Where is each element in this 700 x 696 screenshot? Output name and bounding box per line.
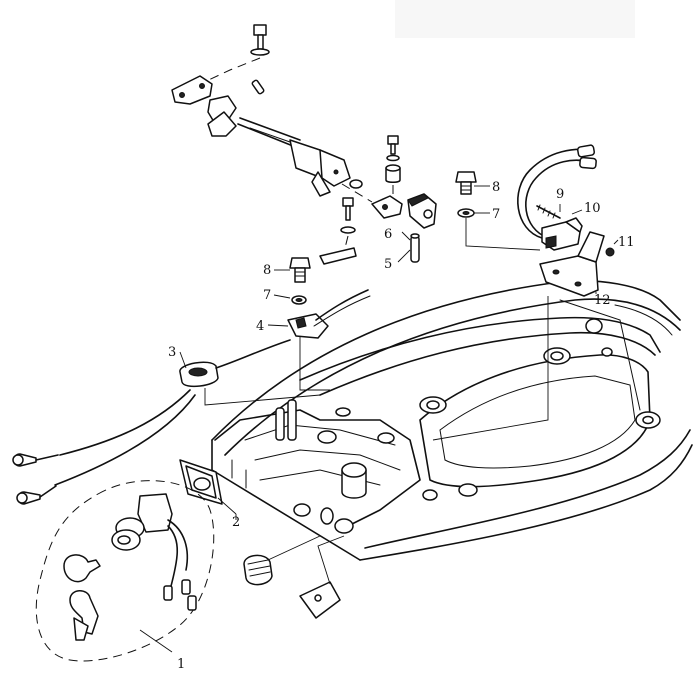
callout-5: 5 (384, 257, 392, 272)
part-9-screw (536, 204, 561, 219)
callout-2: 2 (232, 515, 240, 530)
part-8-bolt-upper (455, 171, 477, 195)
callout-11: 11 (618, 235, 635, 250)
callout-3: 3 (168, 345, 176, 360)
drain-plug (243, 535, 321, 586)
callout-10: 10 (584, 201, 601, 216)
part-3-grommet (179, 339, 321, 406)
callout-7-lower: 7 (263, 288, 271, 303)
part-10-stop-switch (517, 144, 597, 251)
part-5-pin (410, 233, 420, 263)
shift-cover (299, 535, 345, 619)
part-4-clamp (287, 289, 371, 391)
callout-8-lower: 8 (263, 263, 271, 278)
callout-7-upper: 7 (492, 207, 500, 222)
callout-9: 9 (556, 187, 564, 202)
callout-1: 1 (177, 657, 185, 672)
header-band (395, 0, 635, 38)
battery-cables (12, 389, 196, 505)
part-12-bracket (539, 231, 605, 297)
part-1-key-switch (35, 480, 215, 662)
callout-4: 4 (256, 319, 264, 334)
callouts: 1 2 3 4 5 6 7 7 8 8 9 10 11 12 (168, 180, 635, 672)
part-2-plate (179, 459, 237, 515)
part-11-nut (605, 247, 615, 257)
lower-cowling (211, 280, 693, 561)
part-6-cam (407, 193, 437, 229)
leader-lines (179, 185, 619, 520)
part-7-washer-upper (457, 208, 475, 218)
callout-12: 12 (594, 293, 611, 308)
part-7-washer-lower (291, 295, 307, 305)
callout-6: 6 (384, 227, 392, 242)
callout-8-upper: 8 (492, 180, 500, 195)
part-8-bolt-lower (289, 257, 311, 283)
throttle-linkage (171, 24, 403, 265)
